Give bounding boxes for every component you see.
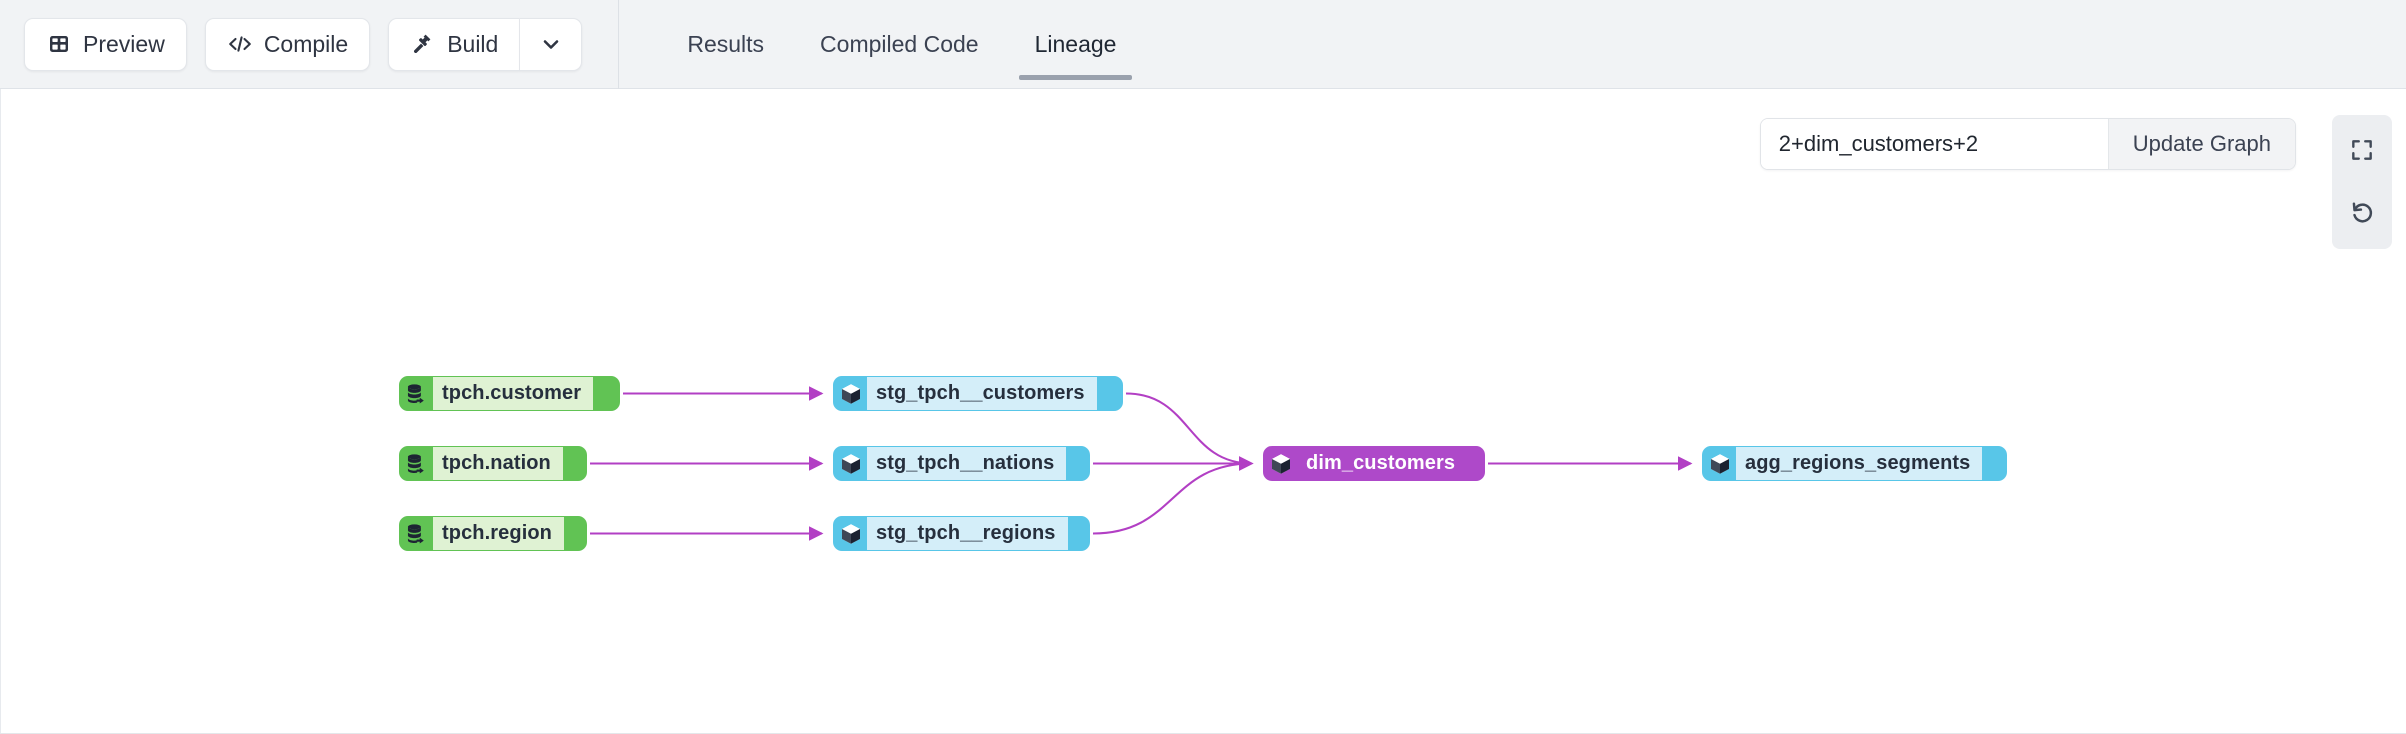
hammer-icon xyxy=(410,31,436,57)
tab-compiled-code[interactable]: Compiled Code xyxy=(792,0,1007,89)
lineage-node-label: stg_tpch__customers xyxy=(867,377,1097,410)
preview-button[interactable]: Preview xyxy=(24,17,187,71)
cube-icon xyxy=(834,447,867,480)
cube-icon xyxy=(834,377,867,410)
canvas-left-border xyxy=(0,89,1,733)
lineage-node-label: agg_regions_segments xyxy=(1736,447,1983,480)
tab-compiled-code-label: Compiled Code xyxy=(820,30,979,57)
compile-button-label: Compile xyxy=(263,30,349,57)
tab-results[interactable]: Results xyxy=(659,0,792,89)
lineage-node-label: tpch.customer xyxy=(433,377,594,410)
reset-icon xyxy=(2349,199,2376,226)
update-graph-button[interactable]: Update Graph xyxy=(2107,119,2295,169)
tab-results-label: Results xyxy=(687,30,765,57)
lineage-node-dim_customers[interactable]: dim_customers xyxy=(1263,446,1485,481)
build-split-button: Build xyxy=(388,17,583,71)
update-graph-label: Update Graph xyxy=(2132,131,2271,156)
lineage-edge-stg_tpch_customers-to-dim_customers xyxy=(1125,392,1254,471)
code-icon xyxy=(227,31,253,57)
tab-lineage[interactable]: Lineage xyxy=(1007,0,1145,89)
tab-lineage-label: Lineage xyxy=(1034,30,1117,57)
lineage-node-stg_tpch_customers[interactable]: stg_tpch__customers xyxy=(833,376,1123,411)
lineage-graph: tpch.customer tpch.nation tpch.region stg_t… xyxy=(0,89,2406,733)
lineage-node-label: dim_customers xyxy=(1297,447,1468,480)
build-button-label: Build xyxy=(447,30,499,57)
dbt-selector-input[interactable] xyxy=(1760,119,2108,169)
toolbar-divider xyxy=(618,0,620,89)
preview-button-label: Preview xyxy=(83,30,165,57)
lineage-node-tpch_region[interactable]: tpch.region xyxy=(399,516,587,551)
lineage-node-label: stg_tpch__regions xyxy=(867,517,1068,550)
lineage-node-stg_tpch_regions[interactable]: stg_tpch__regions xyxy=(833,516,1090,551)
fullscreen-icon xyxy=(2349,137,2375,163)
database-icon xyxy=(400,447,433,480)
database-icon xyxy=(400,517,433,550)
cube-icon xyxy=(1264,447,1297,480)
build-button[interactable]: Build xyxy=(388,17,521,71)
lineage-node-label: stg_tpch__nations xyxy=(867,447,1067,480)
toolbar-actions: Preview Compile xyxy=(24,0,583,88)
lineage-node-agg_regions_segments[interactable]: agg_regions_segments xyxy=(1702,446,2007,481)
chevron-down-icon xyxy=(538,31,564,57)
cube-icon xyxy=(834,517,867,550)
build-dropdown-button[interactable] xyxy=(520,17,583,71)
lineage-edge-stg_tpch_regions-to-dim_customers xyxy=(1092,456,1254,535)
table-icon xyxy=(46,31,72,57)
lineage-node-label: tpch.region xyxy=(433,517,564,550)
lineage-edges xyxy=(589,386,1693,541)
lineage-canvas[interactable]: tpch.customer tpch.nation tpch.region stg_t… xyxy=(0,89,2406,734)
cube-icon xyxy=(1703,447,1736,480)
lineage-node-label: tpch.nation xyxy=(433,447,563,480)
lineage-node-stg_tpch_nations[interactable]: stg_tpch__nations xyxy=(833,446,1090,481)
compile-button[interactable]: Compile xyxy=(204,17,371,71)
tab-bar: Results Compiled Code Lineage xyxy=(659,0,1144,89)
graph-selector-control: Update Graph xyxy=(1759,118,2296,170)
reset-graph-button[interactable] xyxy=(2336,187,2388,237)
database-icon xyxy=(400,377,433,410)
fullscreen-button[interactable] xyxy=(2336,125,2388,175)
toolbar: Preview Compile xyxy=(0,0,2406,89)
lineage-node-tpch_nation[interactable]: tpch.nation xyxy=(399,446,587,481)
graph-tool-panel xyxy=(2332,115,2392,249)
lineage-node-tpch_customer[interactable]: tpch.customer xyxy=(399,376,620,411)
